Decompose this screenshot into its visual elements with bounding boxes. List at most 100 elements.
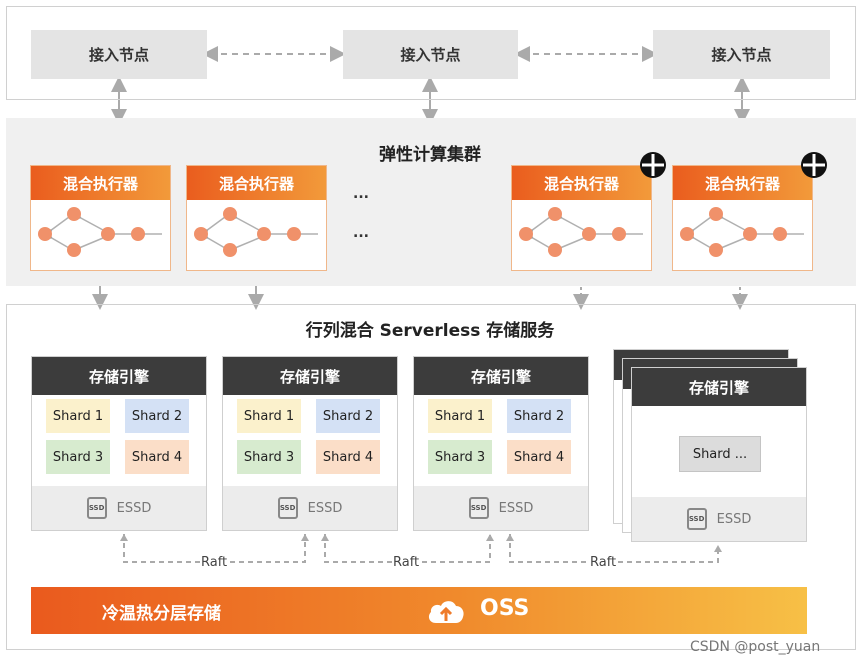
executor-dag-icon <box>680 207 804 257</box>
dag-node <box>257 227 271 241</box>
ssd-icon: SSD <box>468 497 489 519</box>
watermark-text: CSDN @post_yuan <box>690 639 821 655</box>
dag-edge <box>49 216 70 232</box>
dag-edge <box>78 237 104 249</box>
essd-bar: SSD ESSD <box>632 497 806 541</box>
shard-2: Shard 2 <box>125 399 189 433</box>
dag-node <box>743 227 757 241</box>
storage-engine-3: 存储引擎 Shard 1 Shard 2 Shard 3 Shard 4 SSD… <box>413 356 589 531</box>
dag-edge <box>234 216 260 231</box>
shard-4: Shard 4 <box>125 440 189 474</box>
dag-edge <box>559 216 585 231</box>
oss-label: OSS <box>480 596 530 621</box>
executor-header: 混合执行器 <box>673 166 812 200</box>
tiered-storage-label: 冷温热分层存储 <box>102 604 221 624</box>
ssd-icon: SSD <box>86 497 107 519</box>
dag-edge <box>530 236 551 249</box>
dag-node <box>773 227 787 241</box>
shard-3: Shard 3 <box>46 440 110 474</box>
executor-card-1: 混合执行器 <box>30 165 171 271</box>
essd-label: ESSD <box>116 500 152 516</box>
executor-dag-icon <box>519 207 643 257</box>
dag-node <box>101 227 115 241</box>
storage-service-title: 行列混合 Serverless 存储服务 <box>305 321 555 341</box>
access-node-3: 接入节点 <box>653 30 830 79</box>
shard-3: Shard 3 <box>237 440 301 474</box>
executor-header: 混合执行器 <box>187 166 326 200</box>
dag-node <box>194 227 208 241</box>
tiered-storage-bar: 冷温热分层存储 OSS <box>31 587 807 634</box>
essd-bar: SSD ESSD <box>223 486 397 530</box>
cloud-upload-icon <box>428 601 464 623</box>
dag-node <box>680 227 694 241</box>
executor-ellipsis-1: ... <box>353 186 369 202</box>
access-layer-frame <box>6 6 856 100</box>
executor-ellipsis-2: ... <box>353 225 369 241</box>
executor-dag-icon <box>194 207 318 257</box>
dag-edge <box>559 237 585 249</box>
dag-edge <box>49 236 70 249</box>
essd-bar: SSD ESSD <box>32 486 206 530</box>
dag-node <box>519 227 533 241</box>
shard-2: Shard 2 <box>507 399 571 433</box>
add-node-icon-1 <box>640 152 666 178</box>
dag-node <box>131 227 145 241</box>
shard-4: Shard 4 <box>507 440 571 474</box>
dag-node <box>548 207 562 221</box>
ssd-icon: SSD <box>277 497 298 519</box>
dag-node <box>612 227 626 241</box>
raft-label-3: Raft <box>590 555 617 570</box>
dag-edge <box>78 216 104 231</box>
storage-service-frame <box>6 304 856 650</box>
essd-bar: SSD ESSD <box>414 486 588 530</box>
storage-engine-1: 存储引擎 Shard 1 Shard 2 Shard 3 Shard 4 SSD… <box>31 356 207 531</box>
dag-edge <box>234 237 260 249</box>
shard-3: Shard 3 <box>428 440 492 474</box>
storage-engine-header: 存储引擎 <box>223 357 397 395</box>
dag-node <box>223 207 237 221</box>
shard-2: Shard 2 <box>316 399 380 433</box>
raft-label-2: Raft <box>393 555 420 570</box>
dag-node <box>223 243 237 257</box>
dag-node <box>548 243 562 257</box>
executor-card-4: 混合执行器 <box>672 165 813 271</box>
storage-engine-header: 存储引擎 <box>414 357 588 395</box>
raft-label-1: Raft <box>201 555 228 570</box>
dag-node <box>67 207 81 221</box>
executor-dag-icon <box>38 207 162 257</box>
shard-1: Shard 1 <box>46 399 110 433</box>
dag-node <box>67 243 81 257</box>
dag-edge <box>205 236 226 249</box>
essd-label: ESSD <box>307 500 343 516</box>
shard-1: Shard 1 <box>237 399 301 433</box>
dag-edge <box>720 237 746 249</box>
dag-node <box>38 227 52 241</box>
dag-edge <box>205 216 226 232</box>
ssd-icon: SSD <box>686 508 707 530</box>
essd-label: ESSD <box>716 511 752 527</box>
dag-edge <box>720 216 746 231</box>
dag-edge <box>530 216 551 232</box>
access-node-2: 接入节点 <box>343 30 518 79</box>
shard-more: Shard ... <box>679 436 761 472</box>
access-node-1: 接入节点 <box>31 30 207 79</box>
storage-engine-header: 存储引擎 <box>32 357 206 395</box>
storage-engine-2: 存储引擎 Shard 1 Shard 2 Shard 3 Shard 4 SSD… <box>222 356 398 531</box>
dag-edge <box>691 236 712 249</box>
shard-4: Shard 4 <box>316 440 380 474</box>
dag-edge <box>691 216 712 232</box>
storage-engine-4: 存储引擎 Shard ... SSD ESSD <box>631 367 807 542</box>
executor-header: 混合执行器 <box>31 166 170 200</box>
essd-label: ESSD <box>498 500 534 516</box>
dag-node <box>709 207 723 221</box>
storage-engine-header: 存储引擎 <box>632 368 806 406</box>
executor-header: 混合执行器 <box>512 166 651 200</box>
dag-node <box>582 227 596 241</box>
compute-cluster-title: 弹性计算集群 <box>379 145 481 165</box>
executor-card-2: 混合执行器 <box>186 165 327 271</box>
dag-node <box>287 227 301 241</box>
dag-node <box>709 243 723 257</box>
add-node-icon-2 <box>801 152 827 178</box>
shard-1: Shard 1 <box>428 399 492 433</box>
